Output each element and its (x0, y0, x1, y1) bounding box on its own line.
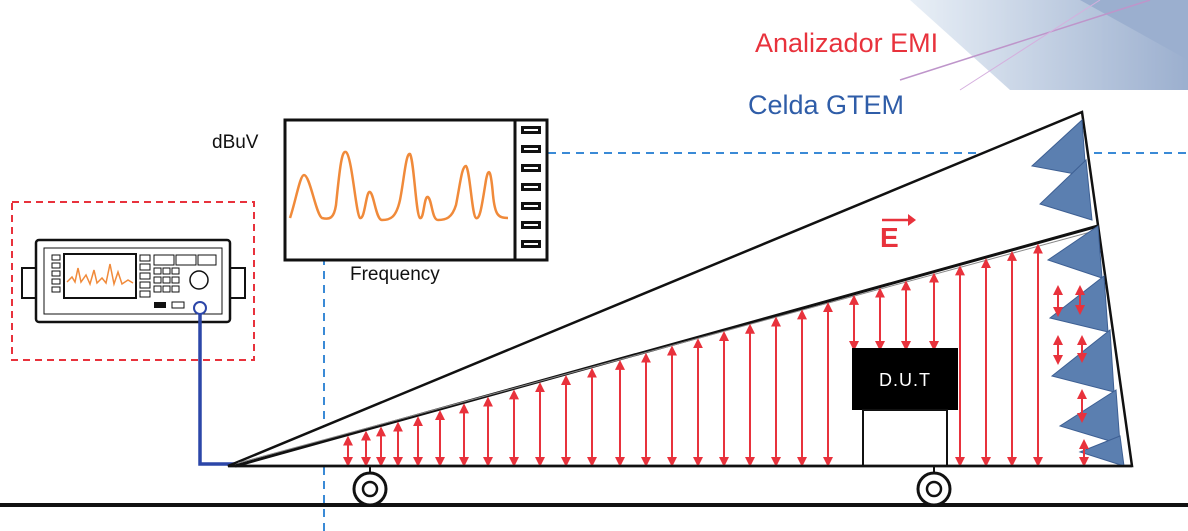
spectrum-display (283, 118, 549, 262)
wheel-right (916, 466, 952, 507)
analyzer-rf-port (193, 301, 207, 315)
analyzer-screen-trace (66, 263, 134, 287)
e-field-vector-arrow (882, 214, 916, 226)
wheel-left (352, 466, 388, 507)
analyzer-dashed-boundary (11, 201, 255, 361)
spectrum-x-label: Frequency (350, 264, 440, 285)
spectrum-y-label: dBuV (212, 132, 259, 153)
coax-cable (198, 314, 240, 466)
e-field-arrows (343, 243, 1089, 467)
dut-label: D.U.T (879, 370, 931, 390)
gtem-septum (234, 224, 1099, 468)
analyzer-screen (63, 253, 137, 299)
decorative-background (899, 0, 1188, 91)
legend-cell-label: Celda GTEM (748, 90, 905, 120)
dut-device (852, 348, 958, 467)
legend-analyzer-label: Analizador EMI (755, 28, 939, 58)
spectrum-trace (288, 150, 509, 222)
e-field-label: E (880, 222, 899, 253)
emi-analyzer-device (21, 238, 246, 324)
